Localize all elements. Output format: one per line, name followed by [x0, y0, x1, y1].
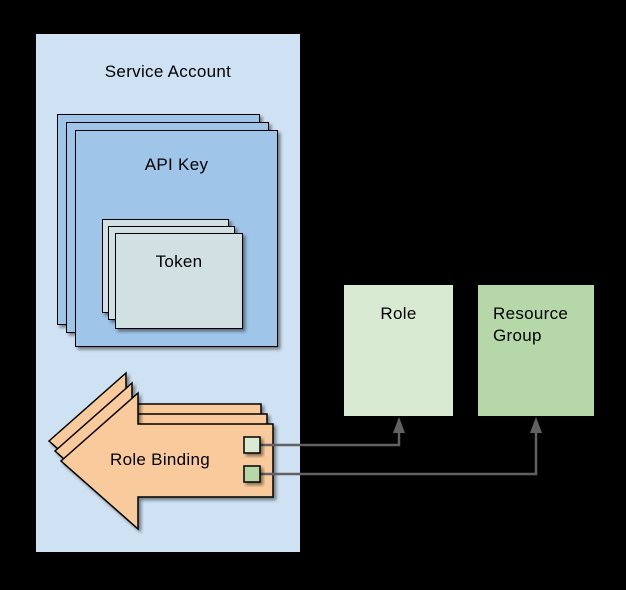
resource-group-connector-arrowhead [530, 417, 542, 433]
service-account-label: Service Account [104, 62, 232, 81]
role-box: Role [344, 285, 453, 416]
role-connector-arrowhead [393, 417, 405, 433]
resource-group-box: Resource Group [478, 285, 594, 416]
token-label: Token [155, 252, 203, 271]
role-label: Role [380, 304, 417, 323]
resource-group-connector-line [260, 433, 538, 476]
role-binding-label: Role Binding [110, 450, 210, 469]
api-key-label: API Key [144, 155, 209, 174]
token-box: Token [115, 233, 243, 329]
resource-group-label: Resource Group [493, 304, 569, 345]
